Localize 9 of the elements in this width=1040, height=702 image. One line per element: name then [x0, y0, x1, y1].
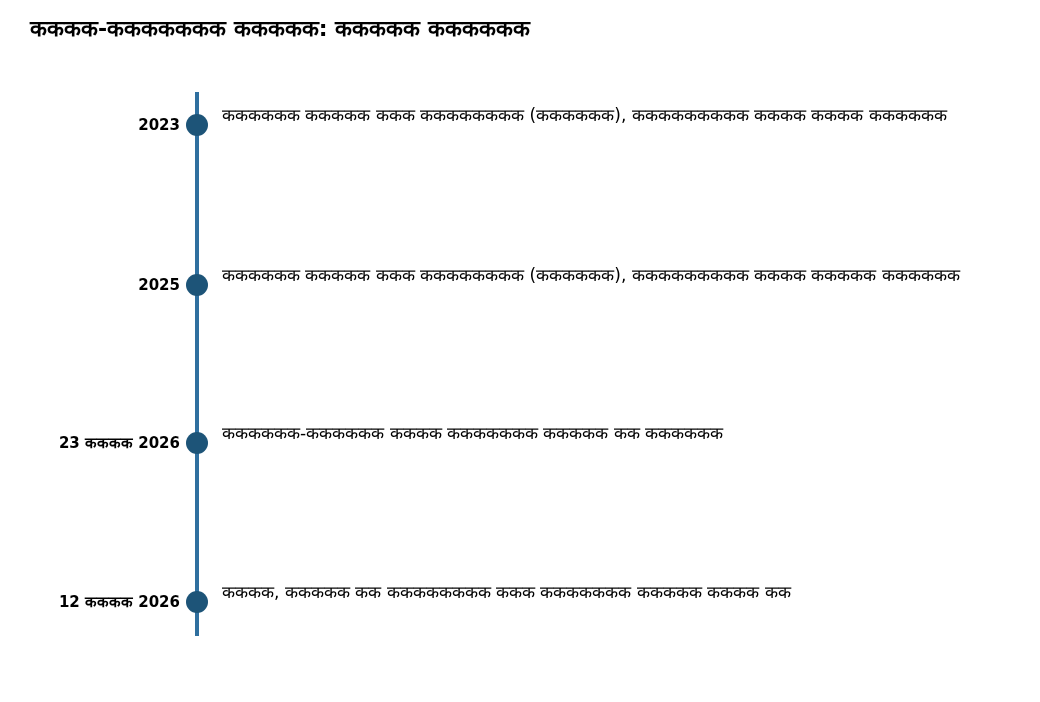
event-description: कककककक ककककक ककक कककककककक (कककककक), ककककककककक कककक ककककक कककककक	[222, 265, 962, 286]
event-description: कककक, ककककक कक कककककककक ककक ककककककक ककककक कककक कक	[222, 582, 793, 603]
date-label: 12 कककक 2026	[57, 592, 180, 612]
title: कककक-ककककककक ककककक: ककककक कककककक	[30, 15, 530, 42]
date-label: 23 कककक 2026	[57, 433, 180, 453]
date-label: 2023	[137, 115, 180, 135]
date-label: 2025	[137, 275, 180, 295]
event-description: कककककक ककककक ककक कककककककक (कककककक), ककककककककक कककक कककक कककककक	[222, 105, 949, 126]
event-description: कककककक-कककककक कककक ककककककक ककककक कक कककककक	[222, 423, 725, 444]
